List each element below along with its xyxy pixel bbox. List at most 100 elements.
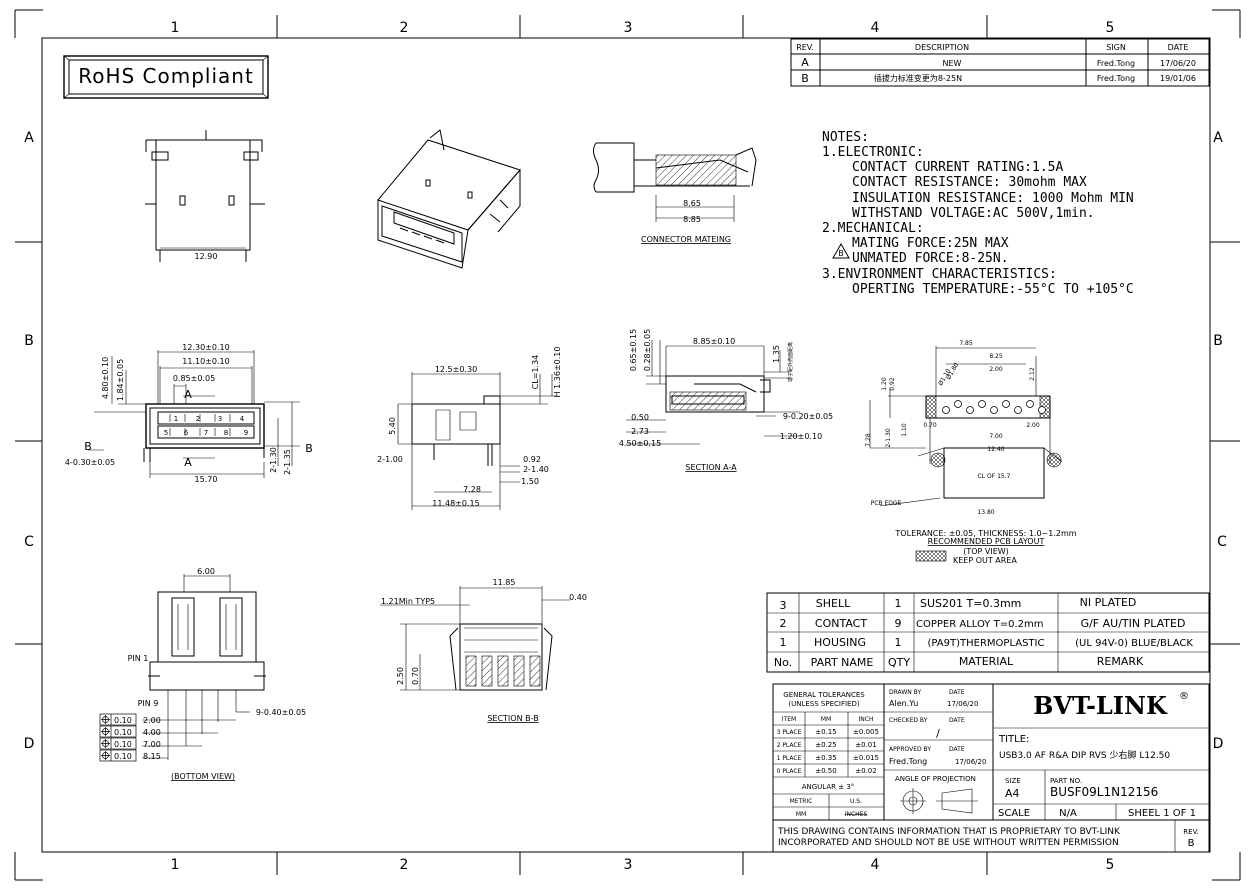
tolerance-cell: ±0.015 [853,754,879,762]
view-caption: SECTION B-B [487,714,538,723]
zone-col-label: 4 [871,20,880,36]
revision-cell: Fred.Tong [1097,59,1135,68]
mm-label: MM [796,811,806,818]
pcb-edge-label: PCB EDGE [871,500,902,507]
zone-row-label: B [1213,333,1223,349]
dimension-label: CL OF 15.7 [978,473,1011,480]
proprietary-notice: INCORPORATED AND SHOULD NOT BE USE WITHO… [778,838,1119,848]
dimension-label: 5.40 [388,417,397,435]
keep-out-label: KEEP OUT AREA [953,556,1017,565]
angular-tolerance: ANGULAR ± 3° [802,783,855,791]
zone-col-label: 5 [1106,20,1115,36]
size-label: SIZE [1005,777,1021,785]
notes-heading: 3.ENVIRONMENT CHARACTERISTICS: [822,267,1057,282]
dimension-label: CL=1.34 [531,355,540,390]
dimension-label: 2-1.35 [283,449,292,475]
dimension-label: 7.85 [959,340,973,347]
date-label: DATE [949,717,965,724]
pin-number: 6 [184,429,189,437]
position-tolerance-value: 0.10 [114,752,132,761]
pin-label: PIN 9 [138,699,159,708]
tolerance-cell: ±0.02 [855,767,876,775]
dimension-label: 7.28 [865,433,872,447]
tolerance-cell: ±0.15 [815,728,836,736]
dimension-label: 0.70 [923,422,937,429]
part-number: BUSF09L1N12156 [1050,785,1158,799]
dimension-label: 11.85 [493,578,516,587]
zone-col-label: 2 [400,20,409,36]
view-caption: SECTION A-A [685,463,737,472]
dimension-label: 7.00 [143,740,161,749]
revision-cell: 19/01/06 [1160,74,1196,83]
dimension-label: 11.10±0.10 [182,357,229,366]
dimension-label: 2-1.40 [523,465,549,474]
dimension-label: 2.00 [989,366,1003,373]
inches-label: INCHES [845,811,868,818]
notes-line: OPERTING TEMPERATURE:-55°C TO +105°C [852,282,1134,297]
front-view [88,350,300,478]
pin-number: 4 [240,415,245,423]
third-angle-projection-icon [900,788,978,814]
dimension-label: 2.12 [1029,367,1036,381]
notes-line: MATING FORCE:25N MAX [852,236,1009,251]
position-tolerance-icon [101,751,110,760]
revision-cell: B [801,72,809,85]
pin-number: 1 [174,415,178,423]
dimension-label: 0.65±0.15 [629,329,638,371]
drawing-border [41,37,1211,853]
position-tolerance-value: 0.10 [114,740,132,749]
bottom-view [142,574,266,760]
dimension-label: 1.50 [521,477,539,486]
zone-dividers [15,15,1240,875]
keep-out-legend-swatch [915,550,947,562]
revision-header-sign: SIGN [1106,43,1126,52]
zone-row-label: C [24,534,34,550]
dimension-label: 2.00 [143,716,161,725]
tolerance-cell: 3 PLACE [777,729,802,736]
section-a-a-labels: 8.85±0.10 0.65±0.15 0.28±0.05 1.35 0.50 … [619,329,833,472]
bom-cell: HOUSING [814,636,866,649]
zone-col-label: 4 [871,857,880,873]
zone-labels: 1 2 3 4 5 1 2 3 4 5 A B C D A B C D [24,20,1228,873]
dimension-label: 0.28±0.05 [643,329,652,371]
pin-number: 9 [244,429,248,437]
dimension-label: 8.65 [683,199,701,208]
bill-of-materials: 3 SHELL 1 SUS201 T=0.3mm NI PLATED 2 CON… [766,592,1210,673]
dimension-label: H 1.36±0.10 [553,347,562,398]
metric-label: METRIC [790,798,813,805]
bom-cell: COPPER ALLOY T=0.2mm [916,619,1043,630]
position-tolerance-frame [99,749,137,762]
tolerance-header: ITEM [782,716,796,723]
bom-header: QTY [888,656,910,669]
position-tolerance-frame [99,737,137,750]
zone-col-label: 2 [400,857,409,873]
front-view-labels: 12.30±0.10 11.10±0.10 0.85±0.05 4.80±0.1… [65,343,313,484]
pcb-pad-hole [1014,406,1022,414]
dimension-label: 2-1.30 [885,428,892,448]
tolerance-note: TOLERANCE: ±0.05, THICKNESS: 1.0~1.2mm [894,529,1076,538]
pcb-mounting-hole [1046,452,1062,468]
notes-line: WITHSTAND VOLTAGE:AC 500V,1min. [852,206,1095,221]
notes-line: CONTACT CURRENT RATING:1.5A [852,160,1063,175]
tolerance-cell: ±0.50 [815,767,836,775]
dimension-label: 7.00 [989,433,1003,440]
bom-header: MATERIAL [959,655,1014,668]
pcb-pad-hole [954,400,962,408]
revision-header-date: DATE [1168,43,1189,52]
pin-number: 5 [164,429,168,437]
pcb-pad-hole [966,406,974,414]
dimension-label: 0.92 [523,455,541,464]
zone-row-label: A [1213,130,1223,146]
tolerance-header: MM [821,716,831,723]
dimension-label: 7.28 [463,485,481,494]
drawing-title: USB3.0 AF R&A DIP RVS 少右脚 L12.50 [999,749,1170,761]
dimension-label: 0.50 [631,413,649,422]
dimension-label: 4.00 [143,728,161,737]
part-number-label: PART NO. [1050,777,1082,785]
pcb-holes [930,400,1062,468]
notes-line: CONTACT RESISTANCE: 30mohm MAX [852,175,1087,190]
tolerance-cell: ±0.01 [855,741,876,749]
zone-row-label: C [1217,534,1227,550]
zone-row-label: D [24,736,35,752]
